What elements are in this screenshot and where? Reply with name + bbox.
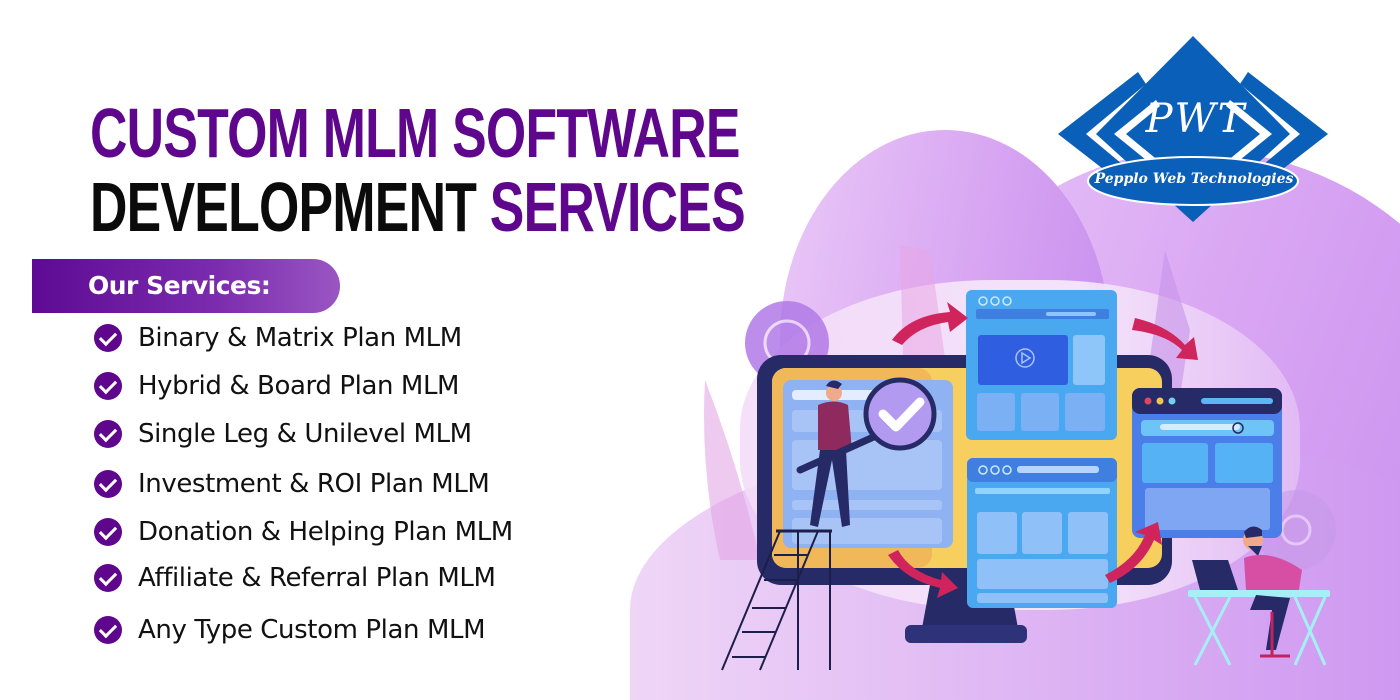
services-heading: Our Services: [88, 271, 271, 300]
leaf-shape [704, 380, 760, 560]
service-label: Hybrid & Board Plan MLM [138, 371, 460, 401]
list-item: Single Leg & Unilevel MLM [94, 416, 472, 452]
headline-line-1: CUSTOM MLM SOFTWARE [90, 94, 740, 172]
services-heading-pill: Our Services: [32, 259, 340, 313]
ladder [721, 529, 832, 671]
list-item: Affiliate & Referral Plan MLM [94, 560, 496, 596]
person-with-magnifier [796, 377, 937, 527]
list-item: Donation & Helping Plan MLM [94, 514, 513, 550]
browser-window-search [1132, 388, 1282, 538]
service-label: Investment & ROI Plan MLM [138, 469, 490, 499]
service-label: Affiliate & Referral Plan MLM [138, 563, 496, 593]
checkmark-icon [878, 397, 925, 432]
headline-development: DEVELOPMENT [90, 168, 477, 246]
list-item: Binary & Matrix Plan MLM [94, 320, 462, 356]
logo-diamond-icon [1058, 36, 1328, 222]
search-icon [1232, 422, 1244, 434]
headline-services: SERVICES [489, 168, 746, 246]
check-circle-icon [94, 420, 122, 448]
list-item: Hybrid & Board Plan MLM [94, 368, 459, 404]
check-circle-icon [94, 564, 122, 592]
check-circle-icon [94, 616, 122, 644]
browser-window-video [966, 290, 1117, 440]
list-item: Investment & ROI Plan MLM [94, 466, 490, 502]
service-label: Donation & Helping Plan MLM [138, 517, 513, 547]
arrow-icon [888, 302, 1198, 598]
service-label: Single Leg & Unilevel MLM [138, 419, 472, 449]
company-logo: PWT Pepplo Web Technologies [1038, 34, 1348, 224]
headline-line-2: DEVELOPMENT SERVICES [90, 168, 746, 246]
service-label: Binary & Matrix Plan MLM [138, 323, 462, 353]
laptop-icon [1192, 560, 1238, 590]
check-circle-icon [94, 372, 122, 400]
logo-company-name: Pepplo Web Technologies [1094, 171, 1294, 187]
check-circle-icon [94, 518, 122, 546]
list-item: Any Type Custom Plan MLM [94, 612, 486, 648]
logo-mark: PWT [1145, 96, 1247, 142]
desk [1188, 590, 1330, 597]
play-icon [1021, 351, 1032, 365]
check-circle-icon [94, 470, 122, 498]
service-label: Any Type Custom Plan MLM [138, 615, 486, 645]
browser-window-grid [967, 458, 1117, 608]
check-circle-icon [94, 324, 122, 352]
person-at-desk [1188, 526, 1330, 666]
page-title: CUSTOM MLM SOFTWARE DEVELOPMENT SERVICES [90, 94, 746, 246]
